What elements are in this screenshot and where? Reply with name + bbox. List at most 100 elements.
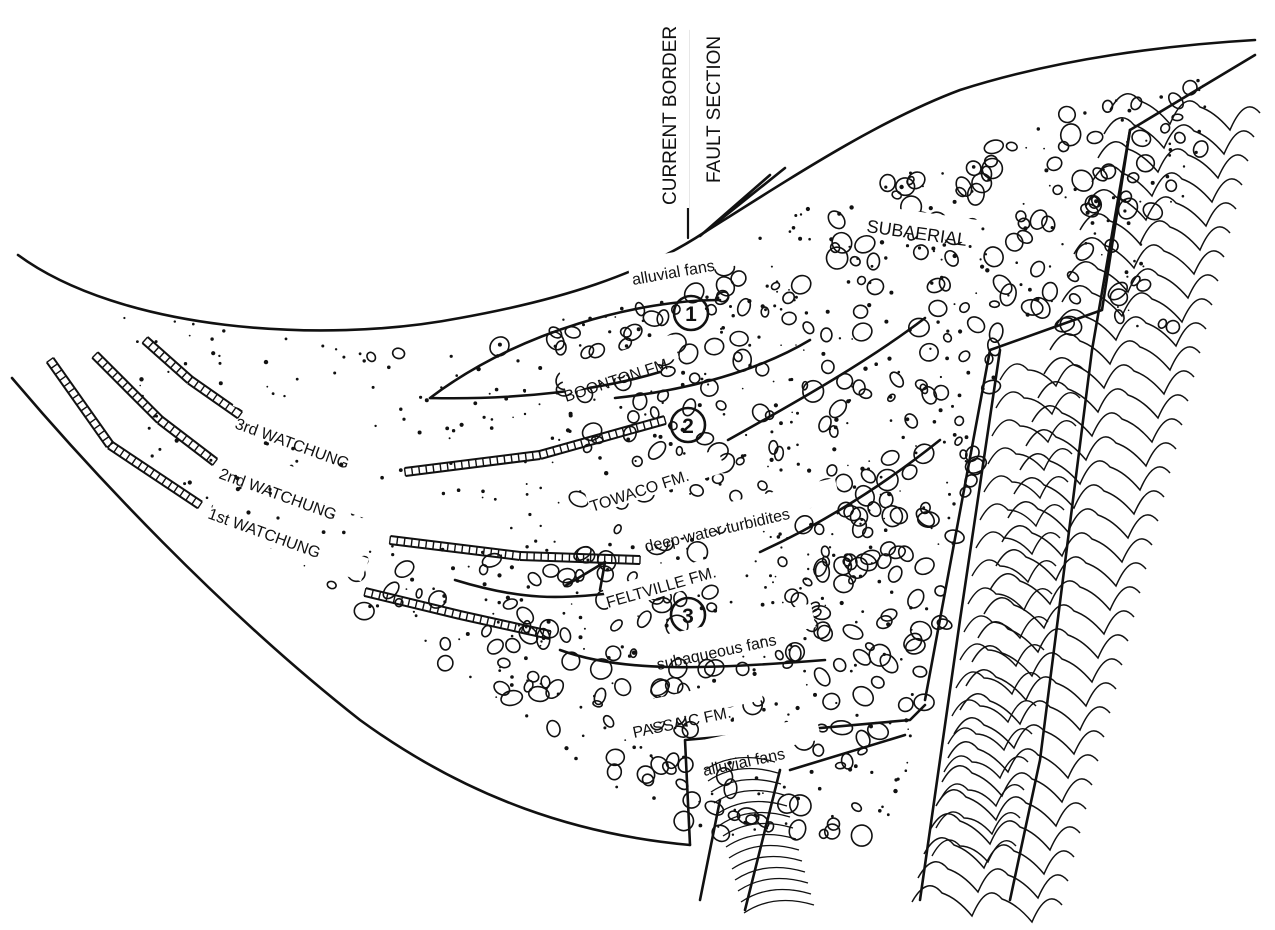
pebble [735,456,745,466]
sand-dot [869,724,873,728]
sand-dot [526,679,528,681]
sand-dot [799,587,802,590]
sand-dot [788,289,790,291]
pebble [612,676,634,699]
sand-dot [747,299,751,303]
sand-dot [945,357,949,361]
sand-dot [1125,270,1129,274]
sand-dot [796,797,800,801]
sand-dot [855,714,858,717]
sand-dot [969,245,972,248]
sand-dot [922,185,924,187]
sand-dot [834,426,838,430]
sand-dot [867,467,870,470]
sand-dot [763,656,765,658]
pebble [609,618,624,633]
sand-dot [413,611,415,613]
sand-dot [644,413,646,415]
pebble [850,801,863,813]
pebble [391,347,405,360]
sand-dot [498,601,501,604]
sand-dot [848,246,850,248]
sand-dot [891,372,893,374]
pebble [815,561,830,582]
sand-dot [878,809,882,813]
sand-dot [869,546,873,550]
sand-dot [1127,221,1131,225]
sand-dot [780,546,782,548]
pebble [782,586,801,605]
sand-dot [222,329,225,332]
sand-dot [445,427,449,431]
pebble [559,627,572,644]
pebble [1130,128,1153,149]
sand-dot [528,513,531,516]
sand-dot [859,523,861,525]
sand-dot [564,746,568,750]
sand-dot [871,562,873,564]
sand-dot [848,767,852,771]
pebble [601,714,615,729]
pebble [821,328,832,342]
sand-dot [704,373,706,375]
sand-dot [910,629,912,631]
pebble [888,505,911,527]
sand-dot [773,381,775,383]
sand-dot [854,764,858,768]
sand-dot [167,371,169,373]
sand-dot [614,316,616,318]
sand-dot [806,207,810,211]
pebble [1191,139,1210,160]
sand-dot [603,726,606,729]
pebble [802,577,813,587]
pebble [914,694,934,711]
pebble [817,414,834,433]
sand-dot [835,702,837,704]
sand-dot [1025,147,1027,149]
sand-dot [854,664,857,667]
sand-dot [787,446,790,449]
sand-dot [425,398,429,402]
pebble [1140,200,1165,223]
sand-dot [246,510,250,514]
sand-dot [376,604,379,607]
sand-dot [458,638,460,640]
pebble [849,683,877,710]
label-layer: CURRENT BORDER FAULT SECTION SUBAERIAL a… [206,8,982,780]
sand-dot [593,399,595,401]
sand-dot [794,214,797,217]
sand-dot [698,403,702,407]
pebble [640,772,656,788]
sand-dot [948,493,951,496]
pebble [879,448,901,468]
sand-dot [452,429,455,432]
sand-dot [520,598,524,602]
sand-dot [571,603,573,605]
sand-dot [804,577,807,580]
sand-dot [893,789,897,793]
sand-dot [767,466,769,468]
pebble [1006,141,1019,152]
sand-dot [342,356,345,359]
sand-dot [342,531,346,535]
sand-dot [651,757,653,759]
sand-dot [545,549,548,552]
sand-dot [807,469,811,473]
sand-dot [372,386,375,389]
sand-dot [785,822,788,825]
sand-dot [648,333,652,337]
pebble [957,349,972,364]
sand-dot [887,492,891,496]
sand-dot [619,406,622,409]
sand-dot [776,280,779,283]
sand-dot [432,587,435,590]
sand-dot [689,493,691,495]
sand-dot [758,237,761,240]
pebble [713,290,731,307]
sand-dot [625,344,628,347]
sand-dot [527,585,530,588]
pebble [1015,210,1026,222]
sand-dot [1049,265,1051,267]
sand-dot [831,533,833,535]
pebble [904,636,927,656]
